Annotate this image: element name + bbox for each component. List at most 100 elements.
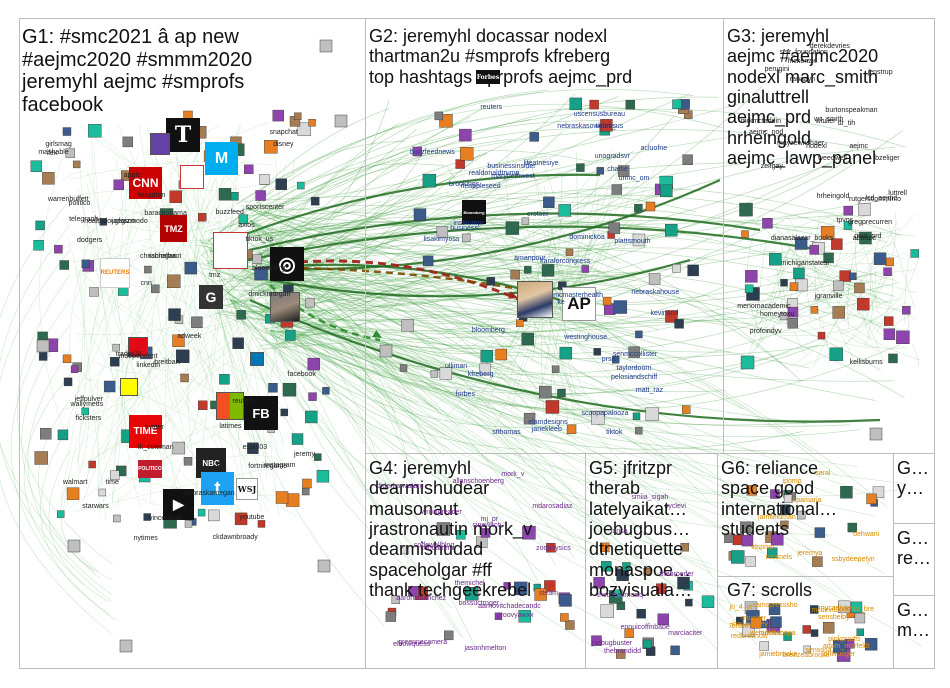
node-label-g1: tk_coleman bbox=[138, 444, 174, 451]
node-label-g1: ifex bbox=[47, 150, 58, 157]
node-label-g2: prsa bbox=[602, 356, 616, 363]
node-label-g2: westinghouse bbox=[564, 334, 607, 341]
node-label-g2: karaforcongress bbox=[540, 258, 590, 265]
node-label-g3: michiganstatesi bbox=[781, 260, 829, 267]
node-label-g2: stthomas bbox=[492, 429, 520, 436]
node-label-g1: apple bbox=[124, 172, 141, 179]
node-label-g1: tiktok_us bbox=[246, 236, 274, 243]
node-label-g2: scoopapalooza bbox=[581, 410, 628, 417]
node-label-g1: dodgers bbox=[77, 237, 102, 244]
node-label-g2: plattsmouth bbox=[614, 238, 650, 245]
node-label-g3: mckenzie bbox=[788, 58, 818, 65]
node-label-g4: themichel bbox=[455, 580, 485, 587]
node-label-g7: 7crownz bbox=[728, 623, 754, 630]
node-label-g2: senmccollister bbox=[613, 351, 657, 358]
mashable-logo-node: M bbox=[205, 142, 238, 175]
node-label-g7: senshelby bbox=[818, 614, 850, 621]
group-title-g4: G4: jeremyhl dearmishudear mausonaut jra… bbox=[369, 458, 532, 600]
nytimes-logo-node: T bbox=[166, 118, 200, 152]
twitter-logo-node: t bbox=[201, 472, 234, 505]
node-label-g7: jamiebrooke bbox=[759, 651, 797, 658]
node-label-g6: ipomp bbox=[783, 478, 802, 485]
node-label-g7: jn_4_vt bbox=[730, 604, 753, 611]
node-label-g1: ckdawnbroady bbox=[213, 534, 258, 541]
node-label-g2: unmc_om bbox=[619, 175, 650, 182]
group-title-g8: G… y… bbox=[897, 458, 929, 499]
fortnite-cross-node bbox=[213, 232, 248, 269]
node-label-g2: janekleeb bbox=[532, 426, 562, 433]
linkedin-node bbox=[250, 352, 264, 366]
node-label-g2: uscensusbureau bbox=[574, 111, 625, 118]
node-label-g1: npr bbox=[213, 464, 223, 471]
node-label-g3: smr_foundation bbox=[780, 49, 828, 56]
node-label-g3: jenstrup bbox=[868, 69, 893, 76]
node-label-g4: mj_pr bbox=[481, 516, 499, 523]
node-label-g3: kellisburns bbox=[850, 359, 883, 366]
politico-logo-node: POLITICO bbox=[138, 460, 162, 478]
node-label-g1: snapchat bbox=[269, 129, 297, 136]
node-label-g3: burtonspeakman bbox=[825, 107, 877, 114]
node-label-g1: starwars bbox=[82, 503, 108, 510]
node-label-g1: chrisbrogan bbox=[140, 253, 177, 260]
node-label-g1: adweek bbox=[177, 333, 201, 340]
node-label-g6: jeremya bbox=[797, 550, 822, 557]
node-label-g3: aboutrc bbox=[853, 235, 876, 242]
node-label-g7: samspresssho bbox=[752, 602, 797, 609]
node-label-g1: facebook bbox=[288, 371, 316, 378]
node-label-g7: sensosa bbox=[806, 647, 832, 654]
node-label-g1: wallymetts bbox=[71, 401, 104, 408]
snapchat-node bbox=[120, 378, 138, 396]
node-label-g3: nodexl bbox=[806, 143, 827, 150]
node-label-g4: cinewitch bbox=[472, 522, 501, 529]
node-label-g3: profcindyv bbox=[750, 328, 782, 335]
reuters-logo-node: REUTERS bbox=[100, 258, 130, 288]
node-label-g1: axios bbox=[238, 222, 254, 229]
node-label-g6: jamfieldman bbox=[758, 514, 796, 521]
node-label-g2: kevinand bbox=[650, 310, 678, 317]
node-label-g6: saral bbox=[815, 470, 830, 477]
google-logo-node: G bbox=[199, 285, 223, 309]
node-label-g6: ssbydeepetyn bbox=[831, 556, 874, 563]
node-label-g2: charlie bbox=[607, 166, 628, 173]
node-label-g3: hrheingold bbox=[817, 193, 850, 200]
node-label-g3: perugini bbox=[765, 66, 790, 73]
node-label-g6: rossnels bbox=[766, 554, 792, 561]
forbes-logo-node: Forbes bbox=[476, 70, 500, 84]
node-label-g4: mdarosadiaz bbox=[532, 503, 572, 510]
node-label-g3: mrkmcfaddin bbox=[741, 118, 781, 125]
instagram-logo-node: ◎ bbox=[270, 247, 304, 281]
group-title-g1: G1: #smc2021 â ap new #aejmc2020 #smmm20… bbox=[22, 26, 252, 116]
node-label-g6: lupamaria bbox=[791, 497, 822, 504]
node-label-g2: lisakimyoss bbox=[424, 236, 460, 243]
node-label-g4: codewallblog bbox=[414, 542, 454, 549]
group-title-g9: G… re… bbox=[897, 528, 931, 569]
node-label-g2: nebraskasowebros bbox=[557, 123, 616, 130]
node-label-g4: groovyawxx bbox=[497, 612, 534, 619]
node-label-g1: cnn bbox=[141, 280, 152, 287]
node-label-g2: crotser bbox=[527, 211, 548, 218]
node-label-g4: zoophysics bbox=[536, 545, 571, 552]
node-label-g1: time bbox=[106, 479, 119, 486]
node-label-g1: esaul03 bbox=[243, 444, 268, 451]
node-label-g3: whilier bbox=[816, 118, 836, 125]
node-label-g1: reuters bbox=[232, 398, 254, 405]
node-label-g1: nebraskamegan bbox=[184, 490, 234, 497]
group-title-g2: G2: jeremyhl docassar nodexl thartman2u … bbox=[369, 26, 632, 87]
node-label-g3: menomacademic bbox=[737, 303, 790, 310]
node-label-g5: nyclevi bbox=[665, 503, 686, 510]
tmz-logo-node: TMZ bbox=[160, 215, 187, 242]
node-label-g1: latimes bbox=[219, 423, 241, 430]
node-label-g3: dianasalazar_books bbox=[771, 235, 833, 242]
node-label-g2: ke bbox=[557, 299, 564, 306]
node-label-g3: homeytoxu bbox=[760, 311, 794, 318]
disney-cross-node bbox=[180, 165, 204, 189]
microsoft-node bbox=[216, 392, 244, 420]
wsj-logo-node: WSJ bbox=[236, 478, 258, 500]
node-label-g1: dmickmorgan bbox=[248, 291, 290, 298]
node-label-g2: kfreberg bbox=[468, 371, 494, 378]
group-title-g10: G… m… bbox=[897, 600, 930, 641]
node-label-g2: taylordoorn bbox=[617, 365, 652, 372]
node-label-g1: youtube bbox=[239, 514, 264, 521]
node-label-g4: diderbanvatarg bbox=[377, 483, 424, 490]
node-label-g2: reuters bbox=[480, 104, 502, 111]
